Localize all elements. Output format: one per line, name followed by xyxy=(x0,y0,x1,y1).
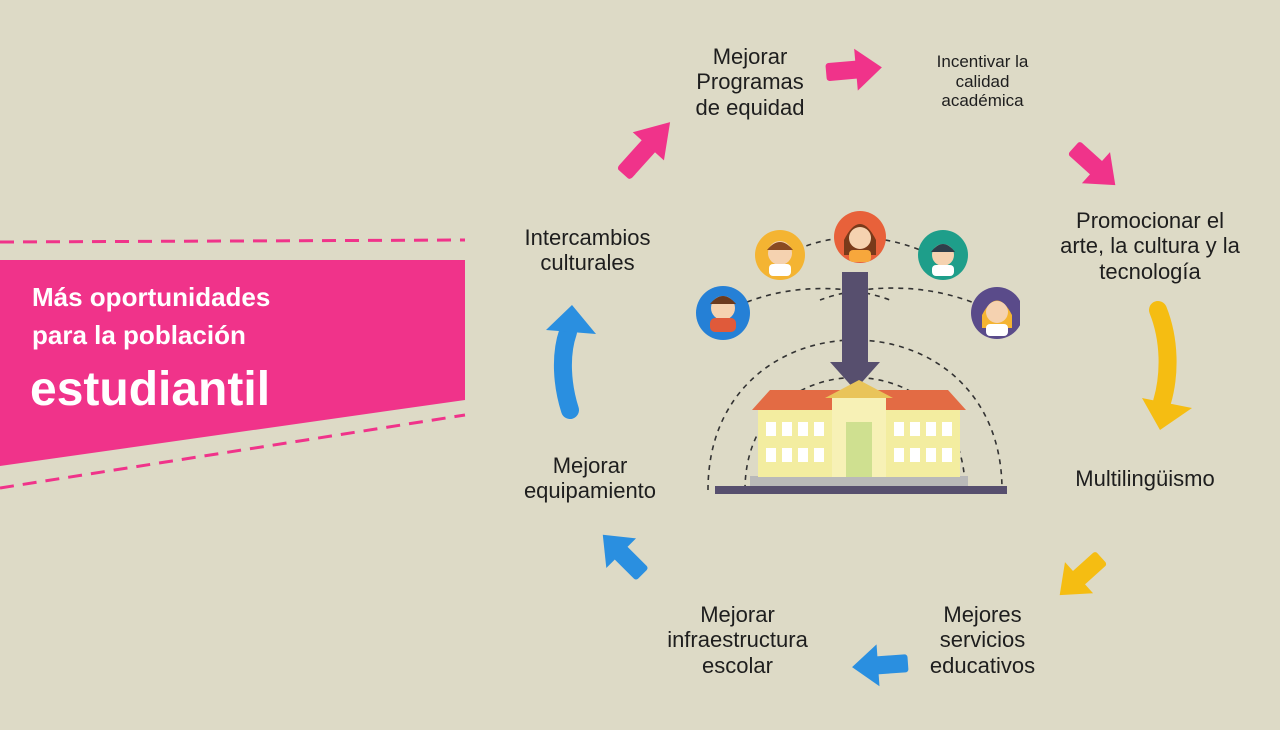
step-mejores-servicios: Mejores servicios educativos xyxy=(929,602,1036,678)
step-mejorar-equipamiento: Mejorar equipamiento xyxy=(523,453,657,504)
school-illustration xyxy=(696,211,1020,494)
banner-line-2: para la población xyxy=(32,320,246,350)
arrow-yellow-2 xyxy=(1045,541,1116,611)
arrow-pink-2 xyxy=(1059,131,1130,201)
girl-red-avatar xyxy=(834,211,886,263)
step-mejorar-programas: Mejorar Programas de equidad xyxy=(695,44,805,120)
step-multilinguismo: Multilingüismo xyxy=(1075,466,1215,491)
banner-title: estudiantil xyxy=(30,363,271,416)
step-incentivar-calidad: Incentivar la calidad académica xyxy=(936,52,1029,111)
step-mejorar-infraestructura: Mejorar infraestructura escolar xyxy=(667,602,808,678)
banner-line-1: Más oportunidades xyxy=(32,282,271,312)
arrow-blue-2 xyxy=(587,519,658,590)
arrow-pink-1 xyxy=(824,46,884,94)
arrow-yellow-1 xyxy=(1142,301,1192,430)
arrow-blue-3 xyxy=(546,305,596,419)
school-icon xyxy=(715,380,1007,494)
boy-blue-avatar xyxy=(696,286,750,340)
step-promocionar-arte: Promocionar el arte, la cultura y la tec… xyxy=(1060,208,1240,284)
girl-purple-avatar xyxy=(971,287,1020,339)
arrow-pink-3 xyxy=(607,108,686,189)
title-banner xyxy=(0,238,466,490)
step-intercambios-culturales: Intercambios culturales xyxy=(524,225,651,276)
boy-orange-avatar xyxy=(755,230,805,280)
boy-green-avatar xyxy=(918,230,968,280)
